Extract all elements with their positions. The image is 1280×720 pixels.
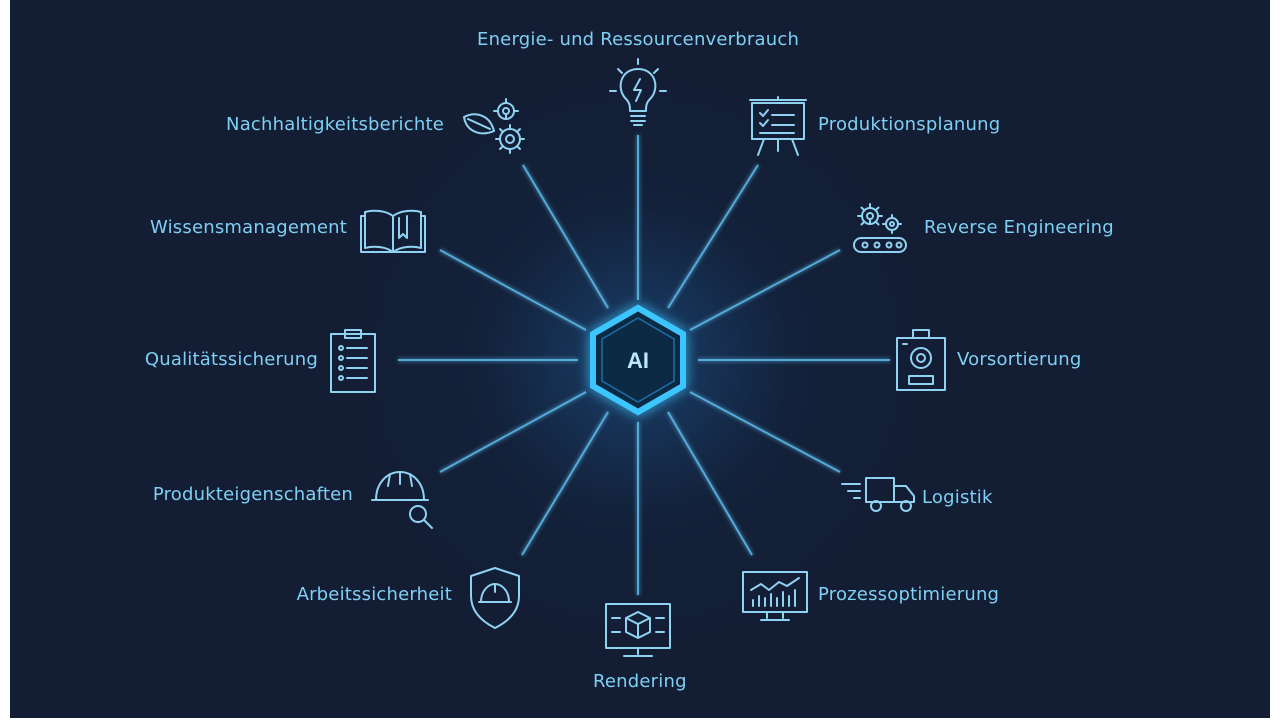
connector-produkteigenschaften — [439, 391, 587, 473]
diagram-svg: AI — [330, 58, 946, 657]
node-label-vorsortierung: Vorsortierung — [957, 349, 1082, 370]
connector-logistik — [689, 391, 841, 473]
presentation-board-icon — [749, 96, 807, 156]
gears-conveyor-icon — [853, 203, 907, 253]
node-label-wissensmanagement: Wissensmanagement — [150, 217, 347, 238]
delivery-truck-icon — [841, 477, 915, 512]
connector-arbeitssicherheit — [521, 411, 609, 556]
node-label-qualitaetssicherung: Qualitätssicherung — [144, 349, 318, 370]
node-label-logistik: Logistik — [922, 487, 993, 508]
connector-lines — [398, 135, 890, 595]
ai-label: AI — [627, 348, 649, 373]
shield-helmet-icon — [470, 567, 520, 629]
node-label-arbeitssicherheit: Arbeitssicherheit — [296, 584, 452, 605]
lightbulb-icon — [609, 58, 667, 126]
ai-hexagon: AI — [590, 304, 686, 416]
node-label-nachhaltigkeit: Nachhaltigkeitsberichte — [226, 114, 444, 135]
node-label-rendering: Rendering — [593, 671, 687, 692]
connector-wissensmanagement — [439, 249, 587, 331]
monitor-chart-icon — [742, 571, 808, 621]
connector-prozessoptimierung — [667, 411, 753, 556]
open-book-icon — [360, 209, 426, 253]
diagram-canvas: AI — [10, 0, 1270, 718]
node-label-prozessoptimierung: Prozessoptimierung — [818, 584, 1000, 605]
connector-nachhaltigkeit — [522, 164, 609, 309]
connector-produktionsplanung — [667, 164, 759, 309]
node-label-produkteigenschaften: Produkteigenschaften — [152, 484, 353, 505]
helmet-magnifier-icon — [371, 471, 433, 529]
monitor-cube-icon — [605, 603, 671, 657]
leaf-gears-icon — [463, 98, 525, 154]
node-label-produktionsplanung: Produktionsplanung — [818, 114, 1001, 135]
sorting-machine-icon — [896, 329, 946, 391]
connector-reverse-engineering — [689, 249, 841, 331]
clipboard-checklist-icon — [330, 329, 376, 393]
node-label-reverse-engineering: Reverse Engineering — [924, 217, 1114, 238]
node-label-energie: Energie- und Ressourcenverbrauch — [477, 29, 800, 50]
